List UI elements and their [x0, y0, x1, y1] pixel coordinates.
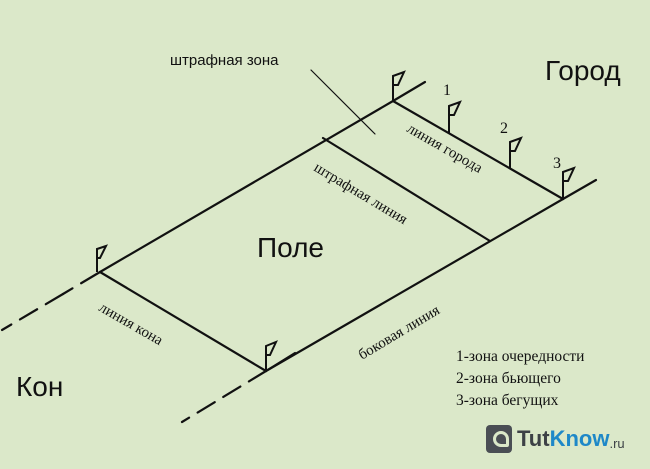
kon-line	[98, 270, 268, 373]
city-line-label: линия города	[404, 121, 485, 177]
legend-item: 2-зона бьющего	[456, 370, 561, 387]
penalty-line-label: штрафная линия	[311, 160, 410, 228]
legend-item: 1-зона очередности	[456, 348, 585, 365]
watermark-part2: Know	[549, 426, 610, 451]
kon-line-extension-bottom	[264, 351, 297, 373]
kon-line-label: линия кона	[96, 300, 166, 349]
city-line-extension-left	[391, 80, 427, 103]
city-label: Город	[545, 55, 621, 86]
penalty-zone-label: штрафная зона	[170, 52, 279, 69]
zone-number-1: 1	[443, 82, 451, 99]
city-line-extension-right	[561, 178, 598, 201]
kon-label: Кон	[16, 371, 63, 402]
watermark-part1: Tut	[517, 426, 550, 451]
watermark-part3: .ru	[609, 435, 625, 451]
kon-line-dashed-extension-bottom	[180, 369, 268, 424]
flag-icon	[96, 244, 108, 272]
flag-icon	[265, 340, 278, 371]
flag-icon	[392, 70, 406, 101]
kon-line-extension-top	[61, 270, 102, 296]
flag-icon	[448, 100, 462, 133]
city-line	[391, 99, 565, 201]
penalty-line	[321, 136, 492, 243]
flag-icon	[562, 166, 576, 199]
right-side-line	[264, 197, 565, 373]
field-label: Поле	[257, 232, 324, 263]
flag-icon	[509, 136, 523, 168]
legend-item: 3-зона бегущих	[456, 392, 559, 409]
zone-number-3: 3	[553, 155, 561, 172]
left-side-line	[98, 99, 395, 274]
kon-line-dashed-extension	[0, 292, 65, 332]
watermark: Tut Know .ru	[486, 423, 625, 455]
legend: 1-зона очередности 2-зона бьющего 3-зона…	[456, 346, 584, 412]
penalty-zone-pointer	[310, 69, 376, 135]
zone-number-2: 2	[500, 120, 508, 137]
tutknow-logo-icon	[486, 425, 512, 453]
